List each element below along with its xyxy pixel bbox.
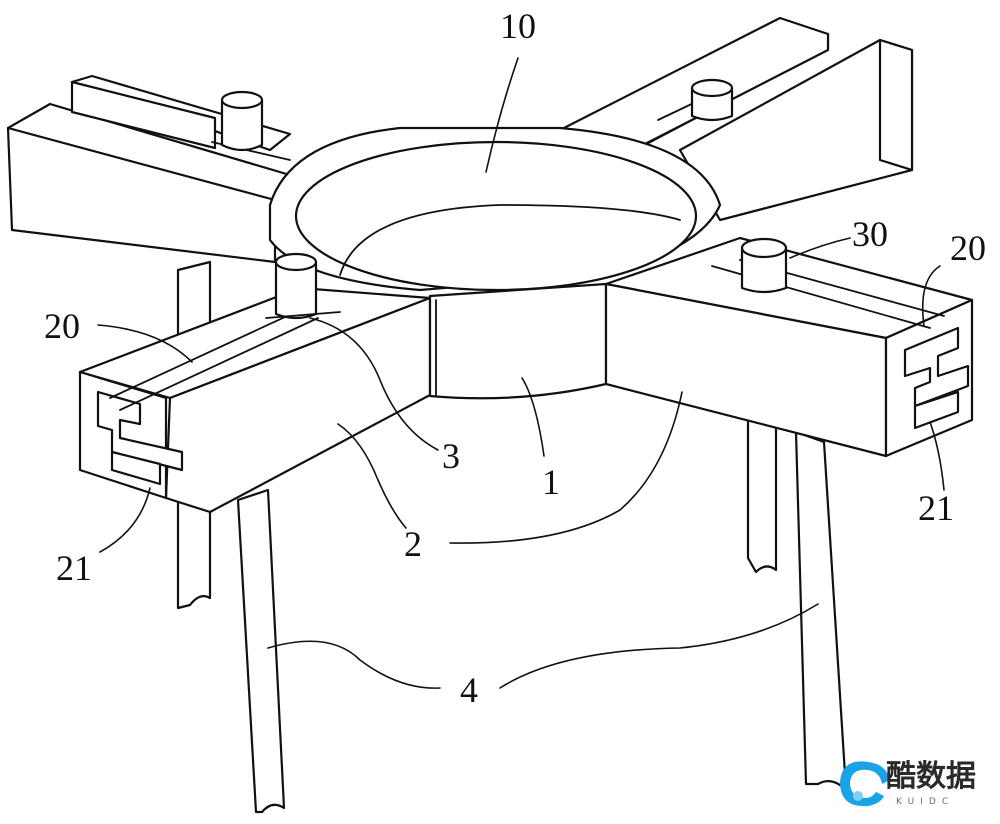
pin-front-right <box>740 237 788 294</box>
watermark-text: 酷数据 <box>886 759 976 794</box>
arm-front-left <box>78 252 432 514</box>
watermark-swirl-icon <box>840 761 890 807</box>
label-2: 2 <box>404 524 422 564</box>
pin-back-right <box>690 78 734 122</box>
label-10: 10 <box>500 6 536 46</box>
label-20-right: 20 <box>950 228 986 268</box>
arm-back-right <box>558 16 914 222</box>
pin-front-left <box>265 252 341 320</box>
label-21-left: 21 <box>56 548 92 588</box>
leg-front-left <box>236 488 286 814</box>
pin-back-left <box>220 90 264 152</box>
label-30: 30 <box>852 214 888 254</box>
label-4: 4 <box>460 670 478 710</box>
watermark-subtext: KUIDC <box>896 797 954 807</box>
label-3: 3 <box>442 436 460 476</box>
label-21-right: 21 <box>918 488 954 528</box>
leg-front-right <box>794 430 848 792</box>
hub-top-ring <box>268 126 722 292</box>
arm-back-left <box>6 74 302 264</box>
watermark-logo: 酷数据 KUIDC <box>840 759 976 807</box>
reference-labels: 10 30 20 20 3 1 2 21 21 4 <box>44 6 986 710</box>
leg-back-right <box>746 408 778 574</box>
label-20-left: 20 <box>44 306 80 346</box>
arm-front-right <box>604 236 974 458</box>
hub-body <box>428 282 608 400</box>
leader-lines <box>97 57 945 689</box>
label-1: 1 <box>542 462 560 502</box>
